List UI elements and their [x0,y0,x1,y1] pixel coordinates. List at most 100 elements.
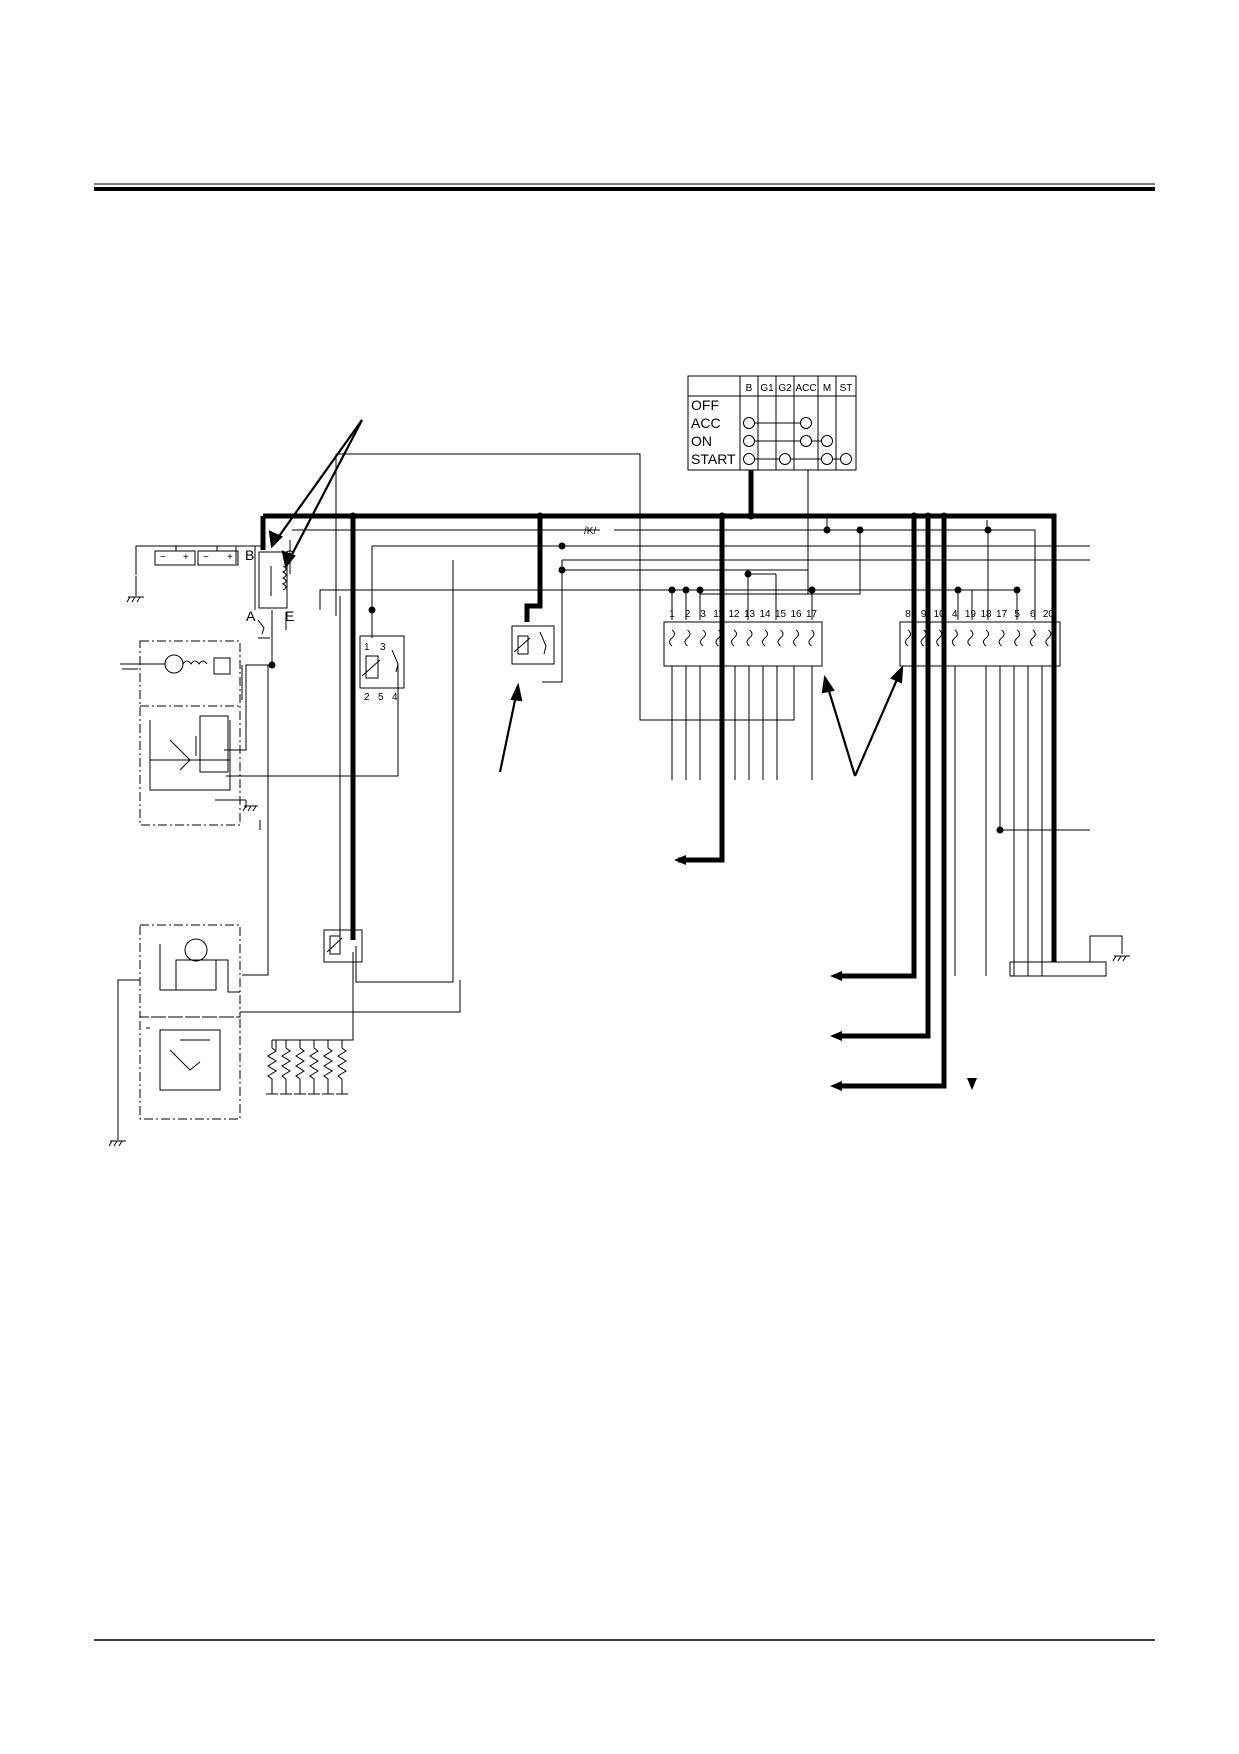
switch-column-st: ST [840,383,853,394]
fuse-symbol [684,629,691,647]
fuse-symbol [936,629,943,647]
fuse-number: 14 [759,609,771,620]
fuse-symbol [1014,629,1021,647]
relay-pin-2: 2 [364,692,370,703]
switch-contact [743,453,755,465]
fuse-number: 15 [775,609,787,620]
switch-contact [800,417,812,429]
generator-unit [130,924,241,1120]
fuse-symbol [762,629,768,647]
fuse-number: 1 [669,609,675,620]
relay-pin-1: 1 [364,642,370,653]
fuse-symbol [905,629,911,647]
relay-pin-4: 4 [392,692,398,703]
fuse-symbol [998,629,1005,647]
switch-contact [821,435,833,447]
relay-pin-5: 5 [378,692,384,703]
resistor-coil [295,1047,305,1094]
svg-text:−: − [203,552,209,563]
fuse-number: 16 [790,609,802,620]
thin-wiring [117,453,1123,1140]
switch-row-off: OFF [691,397,719,413]
fuse-number: 9 [921,609,927,620]
fuse-number: 8 [905,609,911,620]
fuse-symbol [808,629,815,647]
five-pin-relay [359,635,405,689]
main-power-bus [260,470,1057,1089]
fuse-number: 17 [996,609,1008,620]
fuse-number: 3 [700,609,706,620]
fuse-symbol [715,629,722,647]
fuse-number: 6 [1030,609,1036,620]
fuse-symbol [700,629,706,647]
fuse-symbol [746,629,753,647]
terminal-a-label: A [246,608,256,624]
fuse-number: 10 [934,609,946,620]
terminal-s-label: S [285,547,294,563]
switch-column-g1: G1 [760,383,774,394]
terminal-b-label: B [245,547,254,563]
battery-relay [257,551,288,639]
switch-column-b: B [746,383,753,394]
fuse-number: 2 [685,609,691,620]
glow-relay [323,929,363,963]
ground-symbol [126,596,144,603]
battery-symbol: − + − + [154,546,239,566]
fuse-symbol [951,629,958,647]
switch-column-acc: ACC [795,383,816,394]
svg-text:+: + [183,552,189,563]
relay-pin-3: 3 [380,642,386,653]
svg-text:+: + [227,552,233,563]
fuse-number: 12 [728,609,740,620]
start-relay [511,625,555,665]
bus-arrowheads [674,855,977,1091]
terminal-e-label: E [285,608,294,624]
switch-column-g2: G2 [778,383,792,394]
switch-contact [779,453,791,465]
header-rule [94,183,1155,191]
fuse-symbol [793,629,799,647]
fuse-number: 18 [980,609,992,620]
glow-plug-resistors [266,1039,348,1095]
fuse-symbol [1045,629,1052,647]
switch-row-start: START [691,451,736,467]
switch-contact [743,435,755,447]
fuse-number: 5 [1014,609,1020,620]
leader-lines [268,419,904,777]
junction-dots [268,512,1021,834]
resistor-coil [323,1047,333,1094]
switch-contact [821,453,833,465]
fuse-symbol [777,629,784,647]
switch-row-acc: ACC [691,415,721,431]
resistor-coil [281,1047,291,1094]
fuse-symbol [920,629,927,647]
alternator-unit [120,640,247,826]
switch-contact [800,435,812,447]
resistor-coil [267,1047,277,1094]
fuse-symbol [983,629,989,647]
fuse-symbol [967,629,974,647]
fuse-symbol [669,629,675,647]
switch-row-on: ON [691,433,712,449]
resistor-coil [337,1047,347,1094]
circuit-breaker-symbol: /K/ [584,526,596,537]
fuse-number: 4 [952,609,958,620]
fuse-number: 20 [1043,609,1055,620]
switch-column-m: M [823,383,831,394]
ground-symbol [108,805,1130,1147]
fuse-symbol [1029,629,1036,647]
fuse-symbol [731,629,737,647]
switch-contact [840,453,852,465]
fuse-number: 17 [806,609,818,620]
fuse-number: 11 [713,609,724,620]
fuse-number: 13 [744,609,756,620]
resistor-coil [309,1047,319,1094]
switch-contact [743,417,755,429]
fuse-number: 19 [965,609,977,620]
svg-text:−: − [160,552,166,563]
